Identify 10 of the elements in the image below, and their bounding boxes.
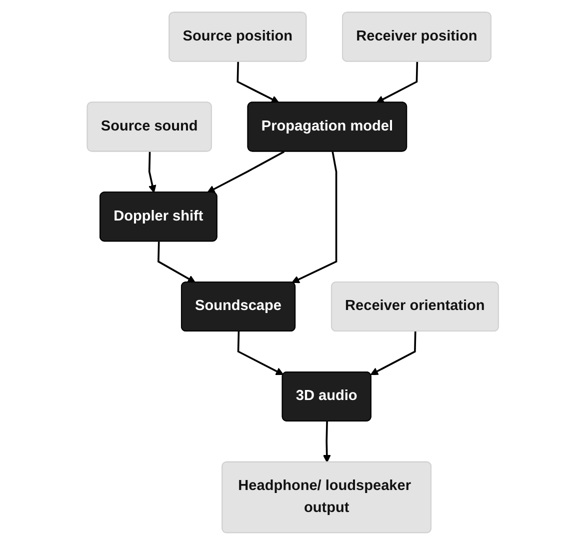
arrow (370, 332, 416, 376)
arrow (148, 152, 156, 193)
arrow (206, 150, 284, 193)
flowchart-diagram: Source position Source sound Receiver position Propagation model Doppler shift Soundscape Receiver orientation 3D audio Headphone/ loudspeaker output (80, 5, 506, 540)
arrow (236, 62, 279, 103)
arrow (237, 332, 284, 376)
arrow (291, 152, 337, 284)
arrow (322, 421, 331, 463)
arrow (376, 62, 418, 103)
arrow (157, 242, 196, 283)
